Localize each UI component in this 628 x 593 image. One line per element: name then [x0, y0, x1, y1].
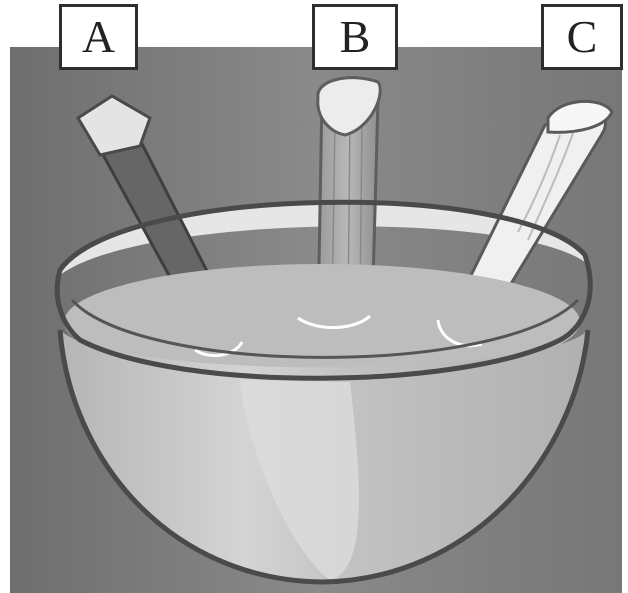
label-c: C	[541, 4, 623, 70]
label-a: A	[59, 4, 138, 70]
label-b: B	[312, 4, 398, 70]
